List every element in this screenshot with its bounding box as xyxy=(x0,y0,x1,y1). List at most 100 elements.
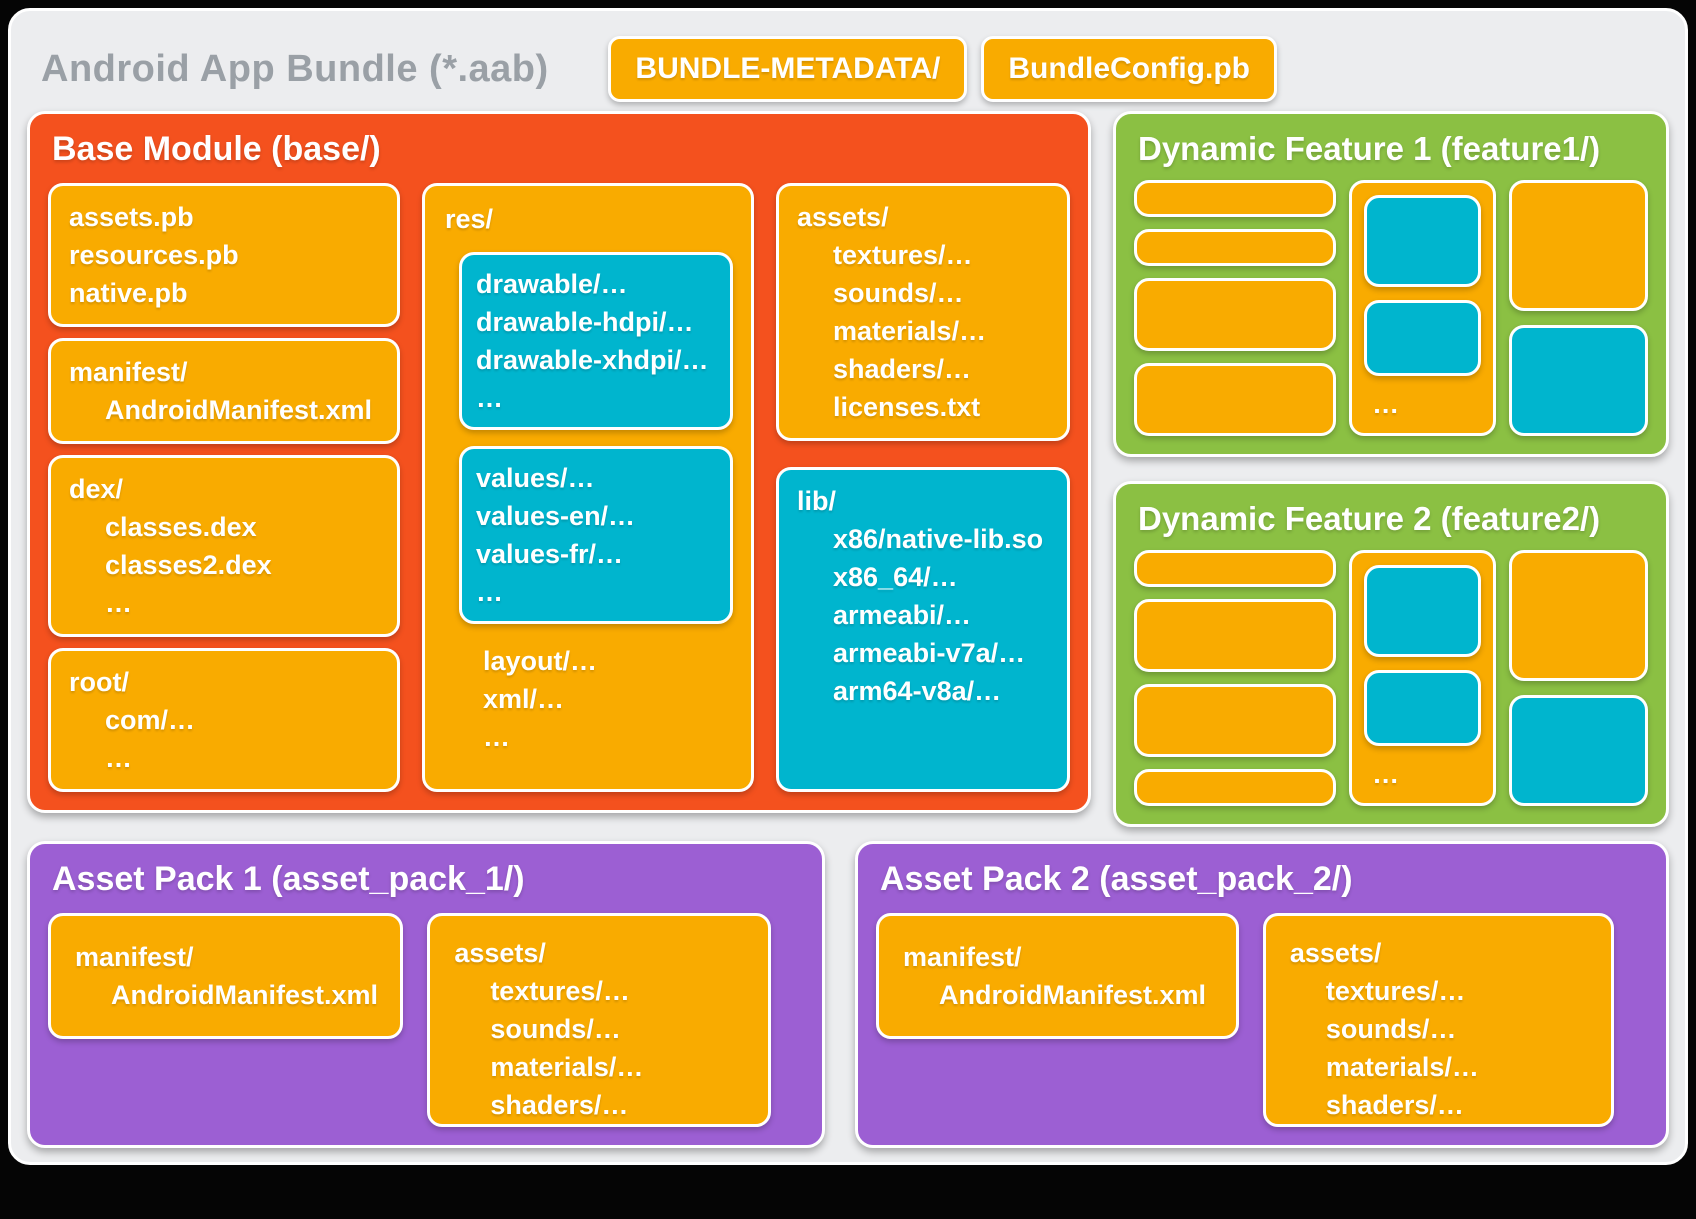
file-placeholder-tile xyxy=(1508,694,1648,806)
file-entry: sounds/… xyxy=(833,278,964,308)
file-entry: shaders/… xyxy=(833,354,972,384)
base-module-column-3: assets/ textures/… sounds/… materials/… … xyxy=(776,183,1070,792)
dynamic-feature-2-title: Dynamic Feature 2 (feature2/) xyxy=(1138,500,1601,537)
diagram-header: Android App Bundle (*.aab) BUNDLE-METADA… xyxy=(27,27,1669,111)
asset-pack-1: Asset Pack 1 (asset_pack_1/) manifest/ A… xyxy=(27,841,825,1148)
file-entry: sounds/… xyxy=(490,1014,621,1044)
file-entry: AndroidManifest.xml xyxy=(105,395,373,425)
feature-placeholder-bars xyxy=(1134,550,1337,806)
feature-placeholder-tiles xyxy=(1508,550,1648,806)
file-entry: layout/… xyxy=(483,646,598,676)
asset-pack-2: Asset Pack 2 (asset_pack_2/) manifest/ A… xyxy=(855,841,1669,1148)
base-module-column-2: res/ drawable/… drawable-hdpi/… drawable… xyxy=(422,183,754,792)
base-module: Base Module (base/) assets.pb resources.… xyxy=(27,111,1091,813)
file-placeholder-box xyxy=(1364,565,1481,657)
file-entry: x86_64/… xyxy=(833,562,958,592)
dynamic-feature-1-title: Dynamic Feature 1 (feature1/) xyxy=(1138,130,1601,167)
file-entry: classes2.dex xyxy=(105,550,272,580)
file-entry: values/… xyxy=(476,463,595,493)
file-entry: root/ xyxy=(69,667,129,697)
file-entry: assets/ xyxy=(797,202,889,232)
asset-packs-row: Asset Pack 1 (asset_pack_1/) manifest/ A… xyxy=(27,841,1669,1148)
file-placeholder-bar xyxy=(1134,599,1337,672)
main-row: Base Module (base/) assets.pb resources.… xyxy=(27,111,1669,827)
diagram-title: Android App Bundle (*.aab) xyxy=(41,47,549,90)
pb-files-box: assets.pb resources.pb native.pb xyxy=(48,183,400,327)
res-tail-lines: layout/… xml/… … xyxy=(483,642,733,756)
file-entry: textures/… xyxy=(490,976,630,1006)
file-placeholder-tile xyxy=(1508,324,1648,436)
file-placeholder-tile xyxy=(1508,550,1648,681)
file-entry: materials/… xyxy=(1325,1052,1479,1082)
file-entry: sounds/… xyxy=(1325,1014,1457,1044)
file-entry: lib/ xyxy=(797,486,836,516)
more-files-ellipsis: … xyxy=(1372,759,1400,789)
file-entry: shaders/… xyxy=(1325,1090,1464,1120)
file-entry: drawable-xhdpi/… xyxy=(476,345,709,375)
file-entry: AndroidManifest.xml xyxy=(939,980,1207,1010)
dynamic-feature-1-columns: … xyxy=(1134,180,1648,436)
file-entry: licenses.txt xyxy=(833,392,981,422)
file-placeholder-bar xyxy=(1134,363,1337,436)
manifest-box: manifest/ AndroidManifest.xml xyxy=(48,338,400,444)
dynamic-feature-2-columns: … xyxy=(1134,550,1648,806)
file-entry: … xyxy=(483,722,510,752)
file-placeholder-group: … xyxy=(1349,550,1496,806)
drawable-group-box: drawable/… drawable-hdpi/… drawable-xhdp… xyxy=(459,252,733,430)
manifest-box: manifest/ AndroidManifest.xml xyxy=(876,913,1239,1039)
file-entry: drawable-hdpi/… xyxy=(476,307,694,337)
feature-placeholder-tiles xyxy=(1508,180,1648,436)
file-entry: classes.dex xyxy=(105,512,257,542)
file-placeholder-bar xyxy=(1134,229,1337,266)
file-placeholder-bar xyxy=(1134,278,1337,351)
file-entry: values-en/… xyxy=(476,501,636,531)
file-entry: drawable/… xyxy=(476,269,628,299)
res-label: res/ xyxy=(445,204,494,234)
file-entry: shaders/… xyxy=(490,1090,629,1120)
values-group-box: values/… values-en/… values-fr/… … xyxy=(459,446,733,624)
base-module-column-1: assets.pb resources.pb native.pb manifes… xyxy=(48,183,400,792)
assets-box: assets/ textures/… sounds/… materials/… … xyxy=(427,913,772,1127)
res-box: res/ drawable/… drawable-hdpi/… drawable… xyxy=(422,183,754,792)
manifest-box: manifest/ AndroidManifest.xml xyxy=(48,913,404,1039)
asset-pack-1-columns: manifest/ AndroidManifest.xml assets/ te… xyxy=(48,913,804,1127)
file-entry: … xyxy=(105,743,132,773)
file-entry: manifest/ xyxy=(69,357,188,387)
file-entry: … xyxy=(105,588,132,618)
file-placeholder-tile xyxy=(1508,180,1648,311)
file-entry: values-fr/… xyxy=(476,539,624,569)
file-entry: … xyxy=(476,577,503,607)
file-placeholder-bar xyxy=(1134,550,1337,587)
assets-box: assets/ textures/… sounds/… materials/… … xyxy=(1262,913,1615,1127)
base-module-title: Base Module (base/) xyxy=(52,130,381,168)
bundle-config-chip: BundleConfig.pb xyxy=(981,36,1277,102)
more-files-ellipsis: … xyxy=(1372,389,1400,419)
bundle-metadata-chip: BUNDLE-METADATA/ xyxy=(608,36,968,102)
dex-box: dex/ classes.dex classes2.dex … xyxy=(48,455,400,637)
file-placeholder-box xyxy=(1364,300,1481,376)
lib-box: lib/ x86/native-lib.so x86_64/… armeabi/… xyxy=(776,467,1070,792)
file-entry: materials/… xyxy=(833,316,987,346)
dynamic-feature-1: Dynamic Feature 1 (feature1/) … xyxy=(1113,111,1669,457)
asset-pack-2-columns: manifest/ AndroidManifest.xml assets/ te… xyxy=(876,913,1648,1127)
file-placeholder-bar xyxy=(1134,180,1337,217)
file-entry: com/… xyxy=(105,705,196,735)
file-entry: arm64-v8a/… xyxy=(833,676,1002,706)
feature-placeholder-group-column: … xyxy=(1349,550,1496,806)
file-entry: AndroidManifest.xml xyxy=(111,980,379,1010)
asset-pack-1-title: Asset Pack 1 (asset_pack_1/) xyxy=(52,860,525,898)
file-placeholder-group: … xyxy=(1349,180,1496,436)
file-entry: assets/ xyxy=(454,938,546,968)
root-box: root/ com/… … xyxy=(48,648,400,792)
file-entry: materials/… xyxy=(490,1052,644,1082)
file-placeholder-bar xyxy=(1134,684,1337,757)
feature-placeholder-group-column: … xyxy=(1349,180,1496,436)
file-entry: dex/ xyxy=(69,474,124,504)
file-placeholder-box xyxy=(1364,670,1481,746)
file-placeholder-box xyxy=(1364,195,1481,287)
file-entry: x86/native-lib.so xyxy=(833,524,1044,554)
file-entry: native.pb xyxy=(69,278,188,308)
feature-placeholder-bars xyxy=(1134,180,1337,436)
file-placeholder-bar xyxy=(1134,769,1337,806)
file-entry: textures/… xyxy=(1325,976,1466,1006)
